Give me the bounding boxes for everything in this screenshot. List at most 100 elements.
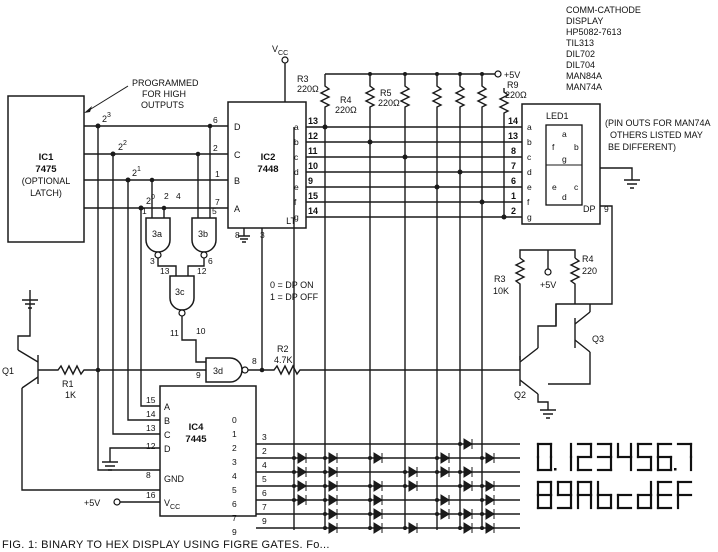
svg-text:3: 3 xyxy=(232,457,237,467)
ic1-note-2: LATCH) xyxy=(30,188,62,198)
junction-dot xyxy=(435,456,439,460)
hex-display-row2 xyxy=(536,480,693,510)
svg-text:b: b xyxy=(527,137,532,147)
ic4-box xyxy=(159,385,257,517)
display-list: COMM-CATHODE DISPLAY HP5082-7613 TIL313 … xyxy=(566,5,641,92)
svg-text:f: f xyxy=(552,142,555,152)
ic2-inpin-d: 6 xyxy=(213,115,218,125)
diode xyxy=(440,494,450,506)
svg-text:R4: R4 xyxy=(582,254,594,264)
svg-text:B: B xyxy=(234,176,240,186)
svg-text:GND: GND xyxy=(164,474,185,484)
ic1-box xyxy=(7,95,85,243)
diode xyxy=(485,494,495,506)
svg-text:7: 7 xyxy=(232,513,237,523)
svg-text:TIL313: TIL313 xyxy=(566,38,594,48)
ic1-name: IC1 xyxy=(39,152,55,163)
svg-text:4: 4 xyxy=(176,191,181,201)
svg-text:MAN74A: MAN74A xyxy=(566,82,602,92)
pinout-note: (PIN OUTS FOR MAN74A OTHERS LISTED MAY B… xyxy=(605,118,711,152)
figure-caption: FIG. 1: BINARY TO HEX DISPLAY USING FIGR… xyxy=(2,539,330,551)
svg-text:1: 1 xyxy=(142,206,147,216)
bit-0: 2 xyxy=(146,196,151,206)
svg-text:g: g xyxy=(294,212,299,222)
svg-text:HP5082-7613: HP5082-7613 xyxy=(566,27,622,37)
svg-text:13: 13 xyxy=(146,423,156,433)
ic2-inpin-b: 1 xyxy=(215,169,220,179)
svg-text:b: b xyxy=(294,137,299,147)
r9-label: R9 xyxy=(507,80,519,90)
junction-dot xyxy=(368,456,372,460)
svg-text:10: 10 xyxy=(308,161,318,171)
junction-dot xyxy=(403,526,407,530)
svg-text:D: D xyxy=(164,444,171,454)
svg-text:f: f xyxy=(294,197,297,207)
svg-text:b: b xyxy=(574,142,579,152)
junction-dot xyxy=(403,484,407,488)
svg-text:A: A xyxy=(164,402,170,412)
diode xyxy=(373,522,383,534)
svg-text:3a: 3a xyxy=(152,229,162,239)
svg-text:c: c xyxy=(574,182,579,192)
p5v-bottom: +5V xyxy=(84,498,100,508)
diode xyxy=(373,494,383,506)
junction-dot xyxy=(480,512,484,516)
diode xyxy=(463,438,473,450)
programmed-line-3: OUTPUTS xyxy=(141,100,184,110)
svg-text:B: B xyxy=(164,416,170,426)
svg-text:VCC: VCC xyxy=(164,498,180,511)
svg-text:10: 10 xyxy=(196,326,206,336)
svg-text:BE DIFFERENT): BE DIFFERENT) xyxy=(608,142,676,152)
junction-dot xyxy=(368,498,372,502)
svg-text:2: 2 xyxy=(164,191,169,201)
svg-text:8: 8 xyxy=(146,470,151,480)
ic1-part: 7475 xyxy=(35,164,57,175)
svg-text:9: 9 xyxy=(232,527,237,537)
svg-text:0: 0 xyxy=(232,415,237,425)
junction-dot xyxy=(480,484,484,488)
svg-text:(PIN OUTS FOR MAN74A: (PIN OUTS FOR MAN74A xyxy=(605,118,711,128)
svg-text:5: 5 xyxy=(212,206,217,216)
junction-dot xyxy=(292,498,296,502)
svg-text:a: a xyxy=(294,122,299,132)
diode xyxy=(328,466,338,478)
svg-text:14: 14 xyxy=(308,206,318,216)
p5v-top: +5V xyxy=(504,70,520,80)
led1-dp: DP xyxy=(583,204,596,214)
diode xyxy=(373,452,383,464)
svg-text:a: a xyxy=(527,122,532,132)
svg-text:6: 6 xyxy=(208,256,213,266)
diode xyxy=(328,494,338,506)
diode xyxy=(408,466,418,478)
diode xyxy=(463,522,473,534)
svg-text:VCC: VCC xyxy=(272,44,288,57)
svg-text:MAN84A: MAN84A xyxy=(566,71,602,81)
ic4-outpins: 3 2 4 5 6 7 9 xyxy=(262,432,267,526)
r4-value: 220Ω xyxy=(335,105,357,115)
svg-text:3: 3 xyxy=(150,256,155,266)
svg-text:20: 20 xyxy=(146,194,155,206)
diode xyxy=(328,522,338,534)
r1 xyxy=(38,364,206,376)
junction-dot xyxy=(323,484,327,488)
svg-text:e: e xyxy=(294,182,299,192)
junction-dot xyxy=(323,456,327,460)
diode xyxy=(463,466,473,478)
r9-value: 220Ω xyxy=(505,90,527,100)
svg-text:4: 4 xyxy=(262,460,267,470)
svg-text:22: 22 xyxy=(118,140,127,152)
q1-label: Q1 xyxy=(2,366,14,376)
junction-dot xyxy=(458,484,462,488)
diode xyxy=(408,480,418,492)
pullup-resistors xyxy=(319,74,510,217)
svg-text:e: e xyxy=(527,182,532,192)
diode xyxy=(297,452,307,464)
diode xyxy=(485,522,495,534)
svg-text:5: 5 xyxy=(262,474,267,484)
svg-text:3: 3 xyxy=(262,432,267,442)
svg-text:9: 9 xyxy=(308,176,313,186)
svg-text:3d: 3d xyxy=(213,366,223,376)
led1-pins: 14 13 8 7 6 1 2 xyxy=(508,116,518,216)
junction-dot xyxy=(403,470,407,474)
r4-label: R4 xyxy=(340,95,352,105)
